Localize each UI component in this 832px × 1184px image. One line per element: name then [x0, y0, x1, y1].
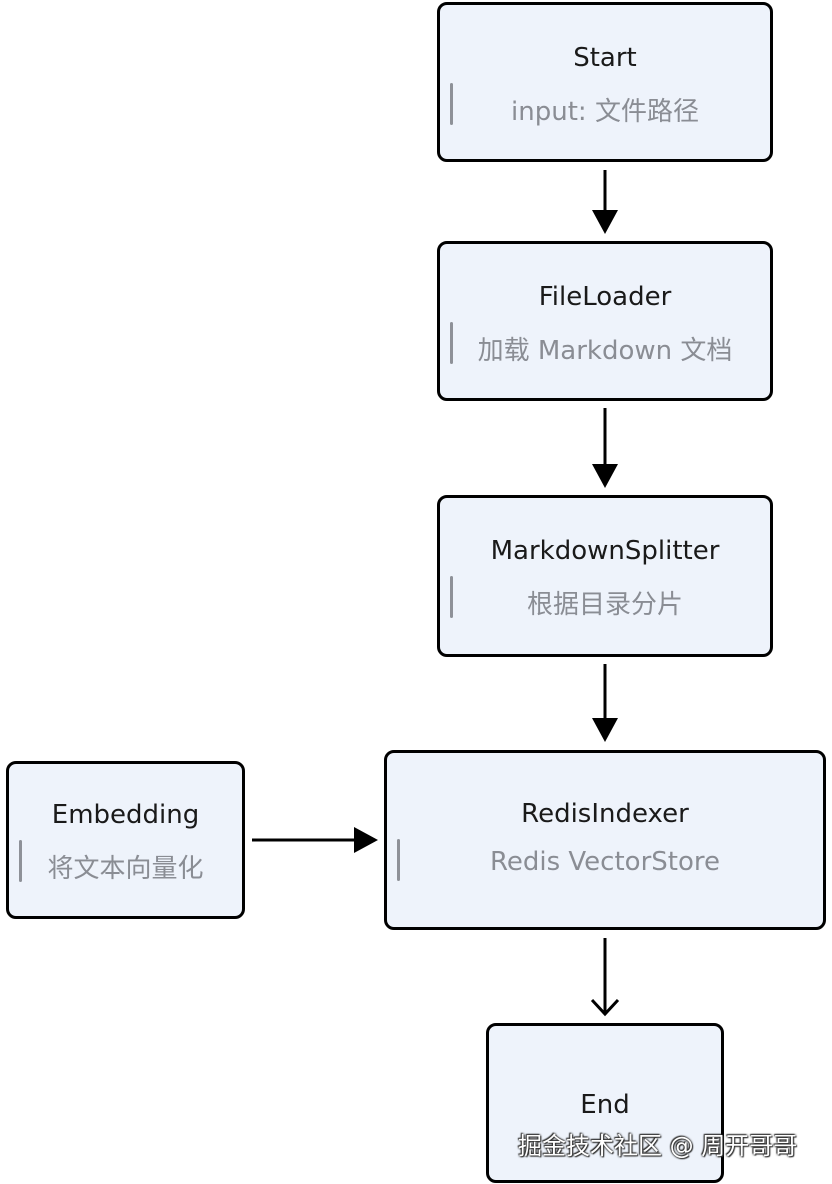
node-fileloader[interactable]: FileLoader 加载 Markdown 文档: [437, 241, 773, 401]
node-splitter-subtitle: 根据目录分片: [526, 590, 683, 620]
node-indexer[interactable]: RedisIndexer Redis VectorStore: [384, 750, 826, 930]
node-start-bar: [450, 83, 453, 125]
edge-indexer-to-end: [590, 938, 620, 1017]
edge-start-to-fileloader: [592, 170, 618, 234]
node-start-title: Start: [573, 43, 637, 73]
node-splitter-title: MarkdownSplitter: [490, 536, 720, 566]
node-embedding-bar: [19, 840, 22, 882]
node-embedding-title: Embedding: [51, 800, 200, 830]
node-end-title: End: [580, 1090, 630, 1120]
node-start-subtitle: input: 文件路径: [511, 97, 699, 127]
node-fileloader-subtitle: 加载 Markdown 文档: [477, 336, 733, 366]
node-splitter[interactable]: MarkdownSplitter 根据目录分片: [437, 495, 773, 657]
node-embedding-subtitle: 将文本向量化: [47, 854, 204, 884]
node-start[interactable]: Start input: 文件路径: [437, 2, 773, 162]
node-end[interactable]: End: [486, 1023, 724, 1183]
node-embedding[interactable]: Embedding 将文本向量化: [6, 761, 245, 919]
node-indexer-subtitle: Redis VectorStore: [489, 847, 720, 877]
node-indexer-bar: [397, 839, 400, 881]
node-fileloader-bar: [450, 322, 453, 364]
node-fileloader-title: FileLoader: [538, 282, 672, 312]
node-splitter-bar: [450, 576, 453, 618]
node-indexer-title: RedisIndexer: [521, 799, 689, 829]
edge-embedding-to-indexer: [252, 827, 378, 853]
watermark: 掘金技术社区 @ 周开哥哥: [518, 1132, 798, 1160]
edge-fileloader-to-splitter: [592, 408, 618, 488]
edge-splitter-to-indexer: [592, 664, 618, 742]
